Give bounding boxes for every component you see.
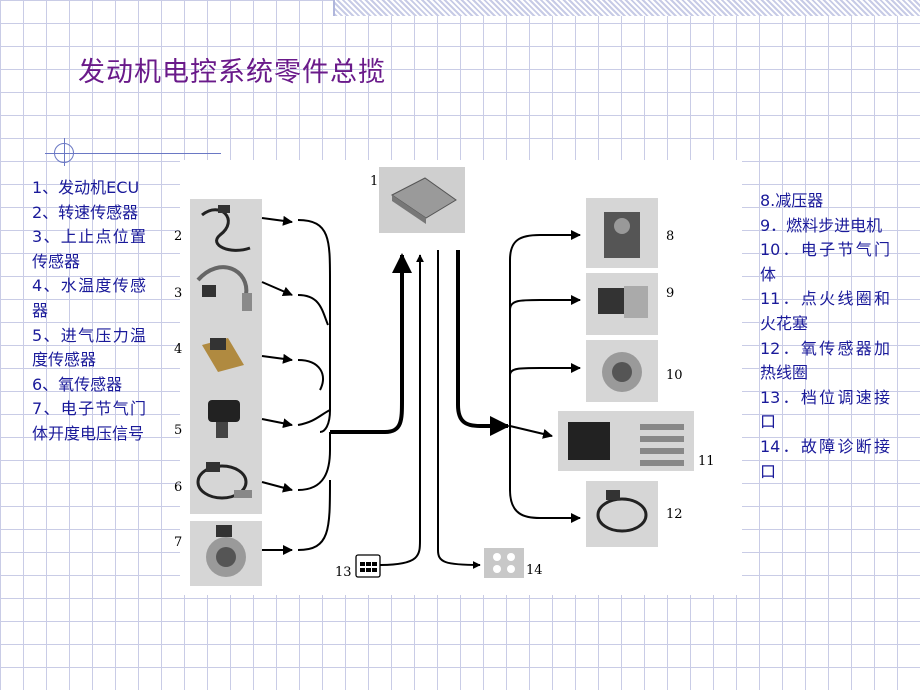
legend-item-speed-sensor: 2、转速传感器	[32, 202, 139, 222]
part-label-11: 11	[698, 454, 715, 469]
legend-item-throttle-signal: 7、电子节气门体开度电压信号	[32, 399, 146, 443]
actuator-photo-11	[558, 411, 694, 471]
diagnostic-line	[437, 250, 481, 569]
gear-interface-icon	[355, 554, 381, 578]
actuator-photo-10	[586, 340, 658, 402]
legend-right: 8.减压器 9．燃料步进电机 10．电子节气门体 11．点火线圈和火花塞 12．…	[760, 189, 890, 484]
diagnostic-interface-icon	[484, 548, 524, 578]
sensor-photo-2	[190, 199, 262, 262]
part-label-14: 14	[526, 563, 543, 578]
decorative-hline	[45, 153, 221, 154]
legend-item-water-temp-sensor: 4、水温度传感器	[32, 276, 146, 320]
sensor-photo-6	[190, 451, 262, 514]
part-label-9: 9	[666, 286, 674, 301]
legend-item-stepper-motor: 9．燃料步进电机	[760, 215, 883, 235]
part-label-8: 8	[666, 229, 674, 244]
part-label-2: 2	[174, 229, 182, 244]
system-diagram: 1 2 3 4 5 6 7 8 9 10 11 12 13 14	[174, 160, 742, 595]
legend-item-gear-interface: 13．档位调速接口	[760, 387, 890, 432]
actuator-photo-9	[586, 273, 658, 335]
legend-item-throttle-body: 10．电子节气门体	[760, 240, 890, 284]
actuator-photo-8	[586, 198, 658, 268]
slide-title: 发动机电控系统零件总揽	[78, 57, 386, 88]
ecu-output-arrow	[456, 250, 510, 436]
legend-item-pressure-reducer: 8.减压器	[760, 191, 824, 210]
legend-item-intake-pressure-sensor: 5、进气压力温度传感器	[32, 325, 146, 370]
ecu-input-arrow	[330, 253, 412, 434]
part-number-labels: 1 2 3 4 5 6 7 8 9 10 11 12 13 14	[174, 174, 715, 580]
actuator-photo-12	[586, 481, 658, 547]
collector-curves	[297, 219, 331, 551]
part-label-12: 12	[666, 507, 683, 522]
legend-left: 1、发动机ECU 2、转速传感器 3、上止点位置传感器 4、水温度传感器 5、进…	[32, 176, 146, 447]
part-label-10: 10	[666, 368, 683, 383]
part-label-6: 6	[174, 480, 182, 495]
ecu-photo	[379, 167, 465, 233]
actuator-arrows	[509, 230, 581, 523]
decorative-circle	[54, 143, 74, 163]
sensor-photo-5	[190, 388, 262, 451]
part-label-7: 7	[174, 535, 182, 550]
legend-item-ignition-coil: 11．点火线圈和火花塞	[760, 289, 890, 333]
sensor-photo-4	[190, 325, 262, 388]
part-label-3: 3	[174, 286, 182, 301]
legend-item-diagnostic-interface: 14．故障诊断接口	[760, 436, 890, 481]
top-decorative-strip	[335, 0, 920, 16]
sensor-photo-7	[190, 521, 262, 586]
part-label-1: 1	[370, 174, 378, 189]
part-label-5: 5	[174, 423, 182, 438]
diagram-svg: 1 2 3 4 5 6 7 8 9 10 11 12 13 14	[174, 167, 715, 586]
legend-item-o2-heater: 12．氧传感器加热线圈	[760, 338, 890, 383]
legend-item-tdc-sensor: 3、上止点位置传感器	[32, 227, 146, 271]
part-label-4: 4	[174, 342, 182, 357]
legend-item-oxygen-sensor: 6、氧传感器	[32, 374, 123, 394]
gear-interface-line	[379, 254, 424, 566]
sensor-photo-3	[190, 262, 262, 325]
sensor-arrows	[261, 215, 293, 555]
legend-item-ecu: 1、发动机ECU	[32, 178, 140, 197]
part-label-13: 13	[335, 565, 352, 580]
top-divider-line	[333, 0, 335, 16]
